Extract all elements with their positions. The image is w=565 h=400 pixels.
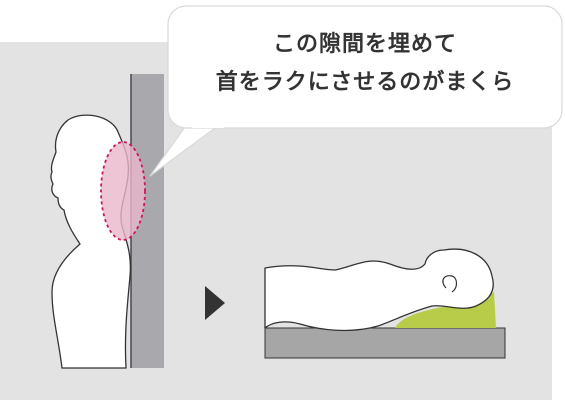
lying-person: [264, 248, 494, 332]
neck-gap-highlight: [100, 141, 146, 241]
mattress: [264, 327, 506, 359]
callout-line-1: この隙間を埋めて: [272, 32, 457, 57]
lying-person-ear: [442, 275, 458, 293]
callout-text: この隙間を埋めて 首をラクにさせるのがまくら: [172, 26, 558, 102]
callout-line-2: 首をラクにさせるのがまくら: [215, 70, 515, 95]
callout-bubble: [167, 5, 563, 129]
pillow: [395, 292, 496, 328]
play-triangle-icon: [205, 286, 225, 320]
callout-seam: [192, 118, 224, 128]
